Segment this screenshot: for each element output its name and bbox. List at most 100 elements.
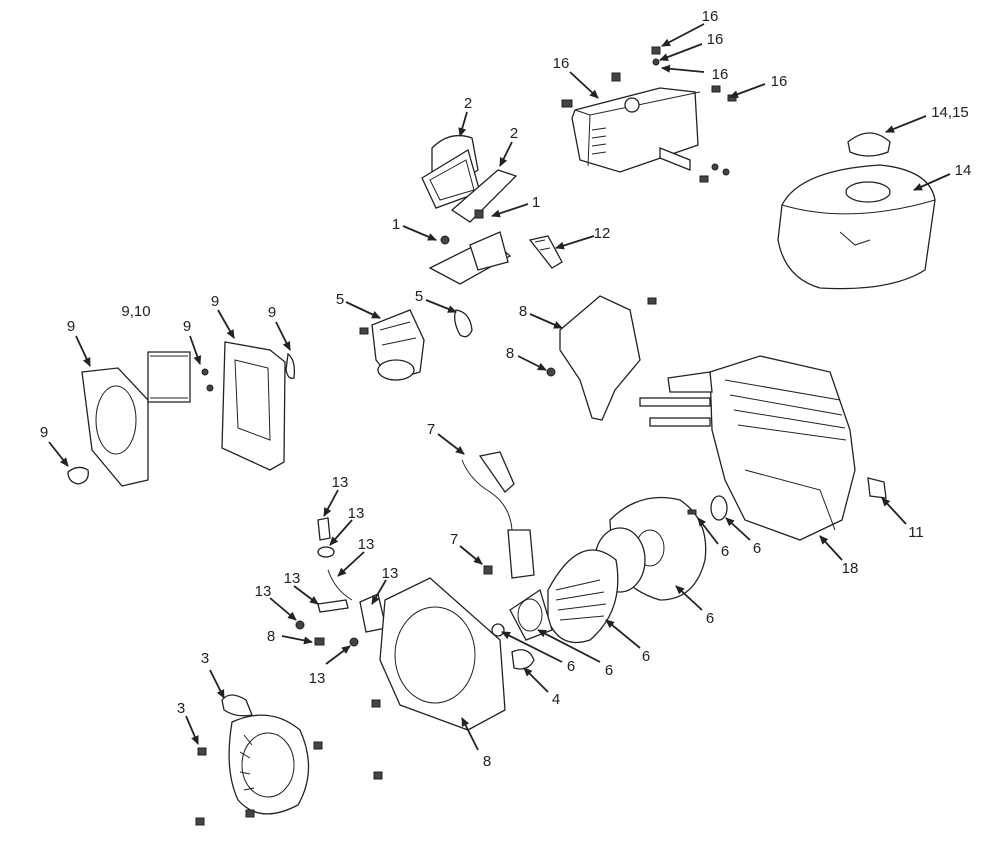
arrow-16e (729, 83, 766, 98)
arrow-9c (217, 309, 235, 339)
arrow-9e (48, 441, 69, 467)
callout-label: 8 (519, 303, 527, 320)
arrow-6e (697, 517, 719, 545)
arrow-2a (458, 111, 468, 137)
arrow-6d (675, 585, 703, 611)
arrow-1b (491, 203, 529, 218)
fuel-line-parts (295, 517, 387, 647)
callout-label: 6 (753, 540, 761, 557)
arrow-5b (425, 299, 457, 313)
arrow-13a (323, 489, 339, 517)
muffler-screws (651, 46, 737, 102)
arrow-16b (659, 43, 703, 61)
callout-label: 3 (177, 700, 185, 717)
callout-label: 16 (771, 73, 788, 90)
arrow-7b (459, 545, 483, 565)
arrow-7a (437, 433, 465, 455)
callout-label: 8 (483, 753, 491, 770)
arrow-3b (185, 715, 199, 745)
recoil-starter (195, 694, 323, 826)
arrow-6f (725, 517, 751, 541)
arrow-6c (605, 619, 641, 649)
arrow-8d (461, 717, 479, 751)
callout-label: 13 (284, 570, 301, 587)
callout-label: 13 (309, 670, 326, 687)
carburetor (359, 309, 473, 381)
callout-label: 13 (382, 565, 399, 582)
arrow-5a (345, 301, 381, 319)
callout-label: 9,10 (121, 303, 150, 320)
callout-label: 13 (332, 474, 349, 491)
callout-label: 9 (67, 318, 75, 335)
muffler (561, 72, 730, 183)
callout-label: 7 (450, 531, 458, 548)
callout-label: 9 (268, 304, 276, 321)
arrow-9a (75, 335, 91, 367)
arrow-8b (517, 355, 547, 371)
arrow-8a (529, 313, 563, 329)
callout-label: 9 (40, 424, 48, 441)
callout-label: 11 (908, 524, 924, 541)
arrow-16c (661, 64, 705, 73)
arrow-14-15 (885, 115, 927, 133)
callout-label: 16 (707, 31, 724, 48)
callout-label: 18 (842, 560, 859, 577)
callout-label: 9 (211, 293, 219, 310)
arrow-6b (537, 629, 601, 663)
arrow-13g (325, 645, 351, 665)
arrow-16a (661, 23, 705, 47)
callout-label: 2 (464, 95, 472, 112)
arrow-9d (275, 321, 291, 351)
arrow-12 (555, 235, 595, 250)
arrow-13c (337, 551, 365, 577)
arrow-2b (499, 141, 513, 167)
callout-label: 6 (706, 610, 714, 627)
arrow-4 (523, 667, 549, 693)
blower-housing (371, 577, 506, 780)
carburetor-linkage (428, 209, 512, 285)
spark-plug (528, 235, 563, 269)
engine-block (639, 355, 887, 541)
callout-labels: 16 16 16 16 16 14,15 14 2 2 1 1 12 5 5 8… (40, 8, 972, 770)
callout-label: 13 (358, 536, 375, 553)
callout-label: 16 (702, 8, 719, 25)
callout-label: 8 (506, 345, 514, 362)
leader-arrows (48, 23, 951, 751)
callout-label: 6 (605, 662, 613, 679)
arrow-14 (913, 173, 951, 191)
callout-label: 6 (642, 648, 650, 665)
heat-shield (546, 295, 657, 421)
callout-label: 1 (392, 216, 400, 233)
arrow-9b (189, 335, 202, 365)
callout-label: 6 (721, 543, 729, 560)
callout-label: 13 (348, 505, 365, 522)
callout-label: 3 (201, 650, 209, 667)
arrow-18 (819, 535, 843, 561)
arrow-1a (402, 225, 437, 241)
callout-label: 5 (336, 291, 344, 308)
arrow-13e (293, 585, 319, 605)
arrow-3a (209, 669, 225, 699)
callout-label: 1 (532, 194, 540, 211)
callout-label: 6 (567, 658, 575, 675)
fuel-tank (777, 132, 936, 290)
callout-label: 7 (427, 421, 435, 438)
arrow-11 (881, 497, 907, 525)
callout-label: 2 (510, 125, 518, 142)
callout-label: 4 (552, 691, 560, 708)
callout-label: 9 (183, 318, 191, 335)
air-cleaner (67, 341, 296, 487)
arrow-13f (269, 597, 297, 621)
callout-label: 16 (553, 55, 570, 72)
arrow-16d (569, 71, 599, 99)
arrow-6a (501, 631, 563, 663)
gaskets (421, 134, 518, 223)
callout-label: 14,15 (931, 104, 969, 121)
callout-label: 5 (415, 288, 423, 305)
arrow-13b (329, 519, 353, 546)
callout-label: 12 (594, 225, 611, 242)
flywheel-assembly (491, 495, 728, 670)
arrow-8c (281, 635, 313, 645)
